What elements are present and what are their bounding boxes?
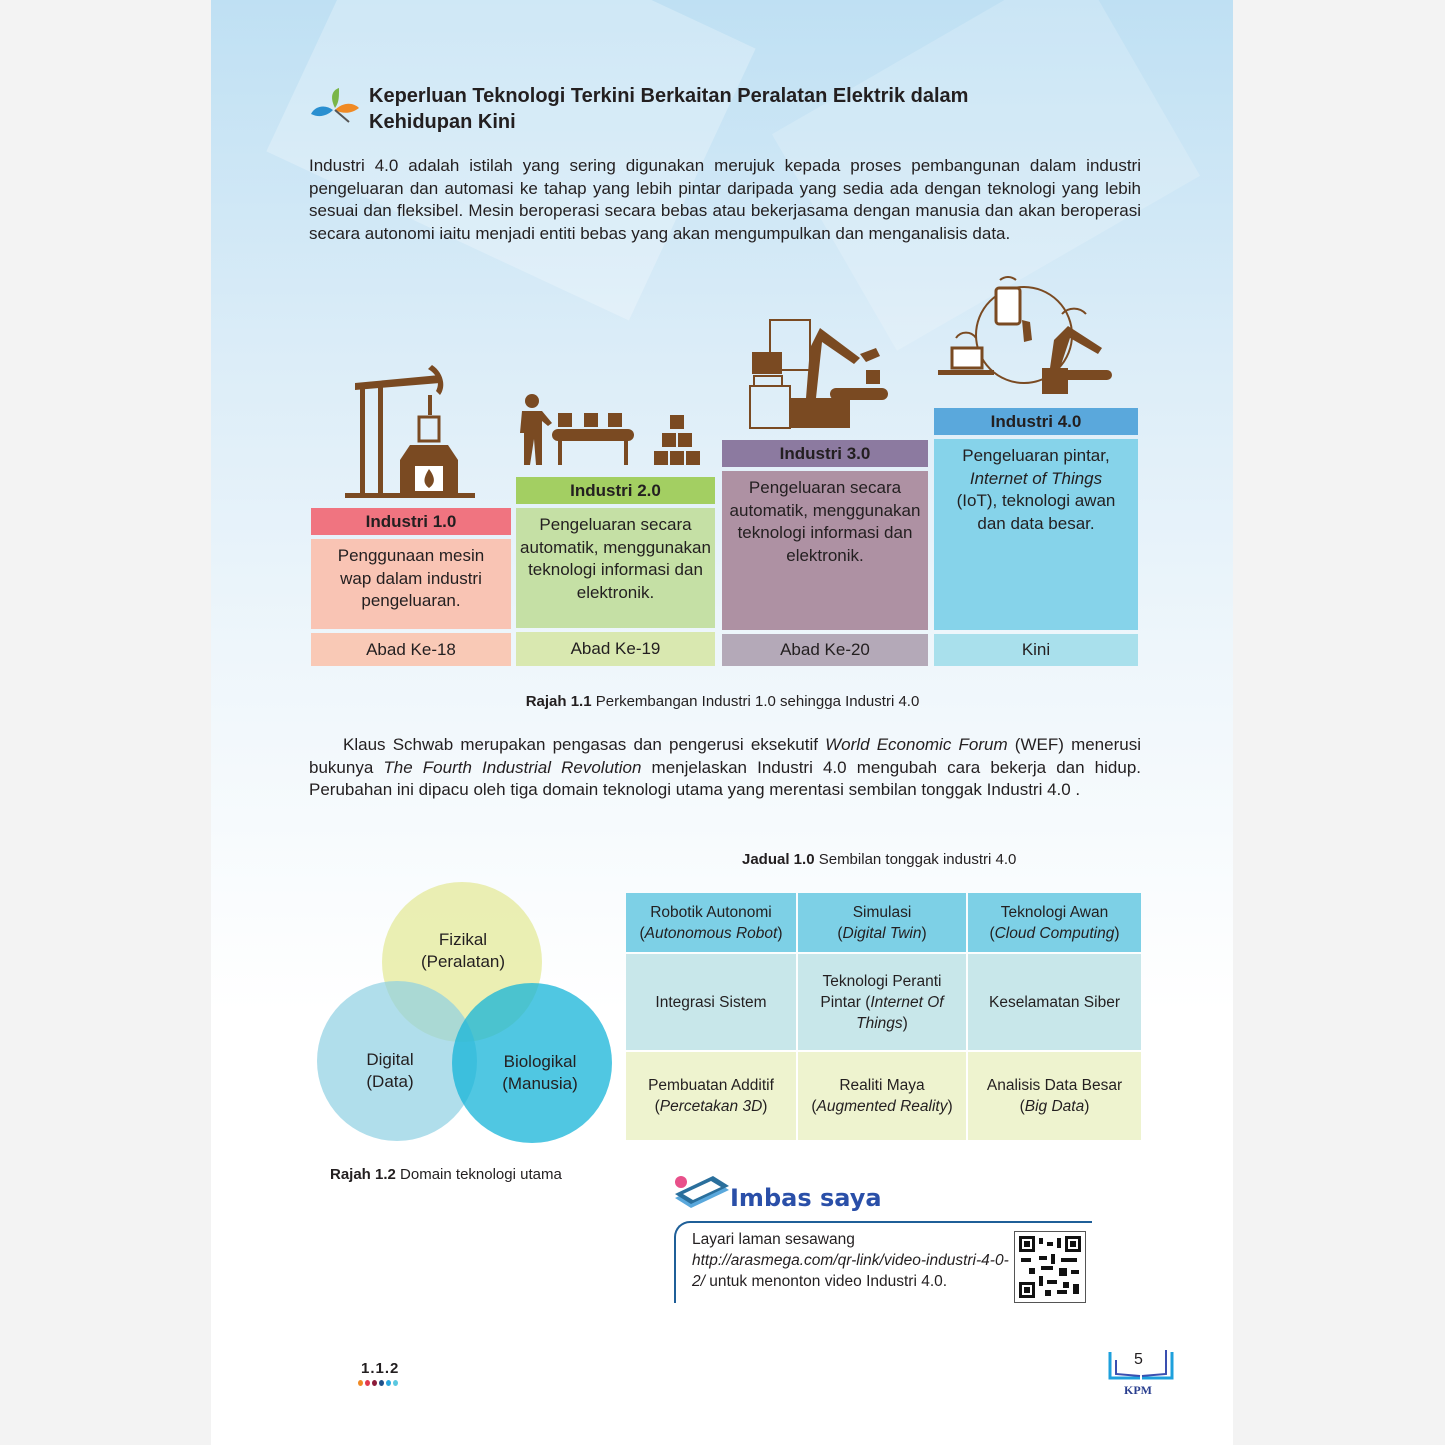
venn-digital-label: Digital(Data) <box>366 1050 414 1091</box>
table-cell: Simulasi(Digital Twin) <box>798 893 966 952</box>
industry-2-title: Industri 2.0 <box>516 477 715 504</box>
table-cell: Teknologi Awan(Cloud Computing) <box>968 893 1141 952</box>
intro-paragraph: Industri 4.0 adalah istilah yang sering … <box>309 156 1141 243</box>
figure-2-caption: Rajah 1.2 Domain teknologi utama <box>330 1166 562 1183</box>
industry-2-desc: Pengeluaran secara automatik, menggunaka… <box>516 508 715 628</box>
scan-box <box>674 1221 1092 1303</box>
robot-arm-computer-icon <box>749 319 888 429</box>
scan-text: Layari laman sesawang http://arasmega.co… <box>692 1231 1009 1290</box>
table-cell: Robotik Autonomi(Autonomous Robot) <box>626 893 796 952</box>
venn-bio-circle <box>452 983 612 1143</box>
section-dots <box>358 1380 398 1386</box>
schwab-paragraph: Klaus Schwab merupakan pengasas dan peng… <box>309 735 1141 799</box>
iot-network-icon <box>938 276 1112 394</box>
leaf-logo-icon <box>311 88 359 123</box>
industry-1-desc: Penggunaan mesin wap dalam industri peng… <box>311 539 511 629</box>
kpm-book-logo-icon <box>1108 1350 1174 1380</box>
textbook-page <box>211 0 1233 1445</box>
steam-engine-icon <box>345 365 475 498</box>
kpm-logo-text: KPM <box>1124 1383 1152 1397</box>
venn-bio-label: Biologikal(Manusia) <box>502 1052 578 1093</box>
qr-code[interactable] <box>1014 1231 1086 1303</box>
industry-4-desc: Pengeluaran pintar,Internet of Things(Io… <box>934 439 1138 630</box>
qr-code-icon <box>1019 1236 1081 1298</box>
industry-3-era: Abad Ke-20 <box>722 634 928 666</box>
industry-2-era: Abad Ke-19 <box>516 632 715 666</box>
page-number: 5 <box>1134 1351 1143 1368</box>
industry-3-title: Industri 3.0 <box>722 440 928 467</box>
venn-diagram <box>317 882 612 1143</box>
video-link[interactable]: http://arasmega.com/qr-link/video-indust… <box>692 1252 1009 1290</box>
table-cell: Integrasi Sistem <box>626 954 796 1050</box>
section-heading: Keperluan Teknologi Terkini Berkaitan Pe… <box>369 85 969 133</box>
venn-digital-circle <box>317 981 477 1141</box>
section-number: 1.1.2 <box>361 1360 400 1377</box>
table-caption: Jadual 1.0 Sembilan tonggak industri 4.0 <box>742 851 1017 868</box>
conveyor-worker-icon <box>520 394 700 465</box>
industry-3-desc: Pengeluaran secara automatik, menggunaka… <box>722 471 928 630</box>
industry-4-title: Industri 4.0 <box>934 408 1138 435</box>
industry-4-era: Kini <box>934 634 1138 666</box>
qr-scanner-icon <box>675 1176 729 1208</box>
industry-1-title: Industri 1.0 <box>311 508 511 535</box>
table-cell: Analisis Data Besar (Big Data) <box>968 1052 1141 1140</box>
table-cell: Realiti Maya(Augmented Reality) <box>798 1052 966 1140</box>
industry-1-era: Abad Ke-18 <box>311 633 511 666</box>
table-cell: Teknologi Peranti Pintar (Internet Of Th… <box>798 954 966 1050</box>
scan-title: Imbas saya <box>730 1184 882 1212</box>
figure-1-caption: Rajah 1.1 Perkembangan Industri 1.0 sehi… <box>525 693 920 710</box>
table-cell: Pembuatan Additif(Percetakan 3D) <box>626 1052 796 1140</box>
venn-physical-label: Fizikal(Peralatan) <box>420 930 506 971</box>
table-cell: Keselamatan Siber <box>968 954 1141 1050</box>
